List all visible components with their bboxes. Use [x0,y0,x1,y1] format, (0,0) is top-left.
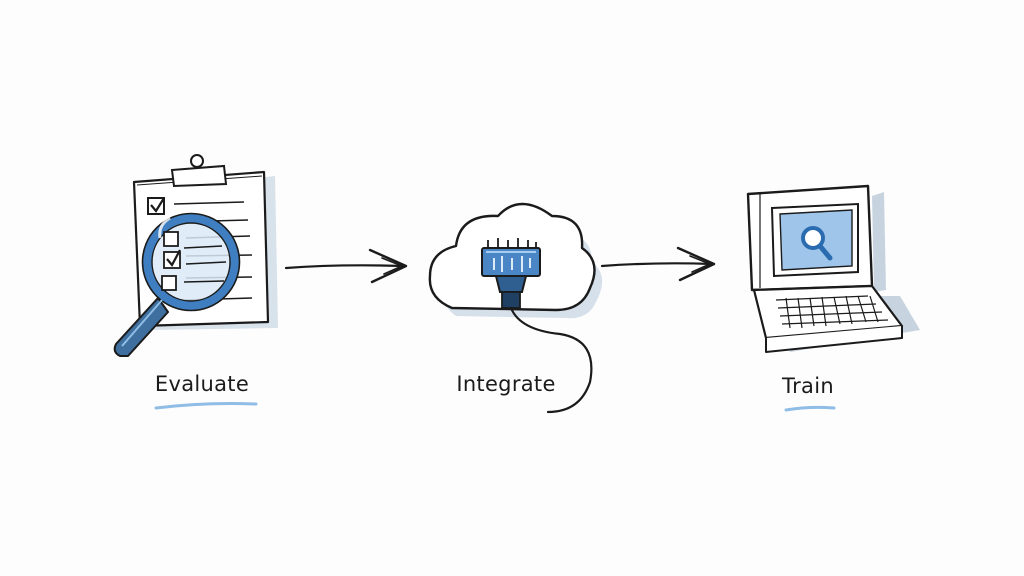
step-label-train: Train [782,374,834,398]
step-label-integrate: Integrate [456,372,556,396]
step-label-evaluate: Evaluate [154,372,250,396]
arrow-right-icon [600,246,716,282]
arrow-right-icon [284,248,408,284]
cloud-plug-icon [428,202,603,414]
underline-train [784,405,836,412]
computer-search-icon [746,184,920,353]
underline-evaluate [154,402,258,410]
clipboard-magnifier-icon [113,154,278,357]
